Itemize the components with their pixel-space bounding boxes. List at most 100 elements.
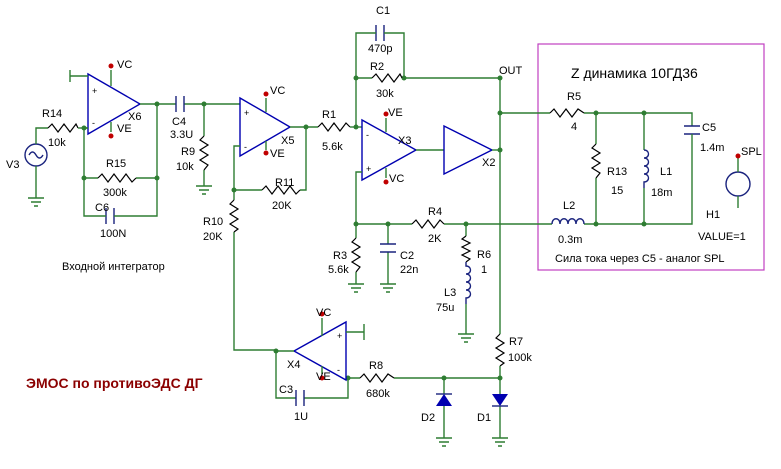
value-r4: 2K — [428, 233, 442, 245]
label-l2: L2 — [563, 200, 575, 212]
value-r1: 5.6k — [322, 141, 343, 153]
label-l3: L3 — [444, 287, 456, 299]
label-r14: R14 — [42, 108, 62, 120]
source-h1: SPL H1 VALUE=1 — [698, 146, 762, 243]
note-integrator: Входной интегратор — [62, 261, 165, 273]
label-r15: R15 — [106, 158, 126, 170]
zbox-title: Z динамика 10ГД36 — [571, 65, 698, 81]
label-d2: D2 — [421, 412, 435, 424]
opamp-x6: + - VC VE X6 — [69, 59, 160, 139]
label-x5: X5 — [281, 135, 294, 147]
resistor-r10: R10 20K — [203, 190, 276, 351]
diode-d1: D1 — [477, 378, 508, 447]
zbox-note: Сила тока через С5 - аналог SPL — [555, 253, 725, 265]
capacitor-c4: C4 3.3U — [160, 96, 204, 141]
label-r1: R1 — [322, 109, 336, 121]
value-c6: 100N — [100, 228, 126, 240]
svg-text:-: - — [337, 365, 340, 375]
label-vc-x3: VC — [389, 173, 404, 185]
label-r8: R8 — [369, 360, 383, 372]
label-ve-x5: VE — [270, 148, 285, 160]
label-c1: C1 — [376, 5, 390, 17]
capacitor-c3: C3 1U — [279, 384, 308, 423]
label-r3: R3 — [333, 250, 347, 262]
opamp-x4: + - VC VE X4 — [276, 307, 365, 383]
resistor-r11: R11 20K — [261, 177, 301, 212]
value-h1: VALUE=1 — [698, 231, 746, 243]
value-r10: 20K — [203, 231, 223, 243]
opamp-x5: + - VC VE X5 — [204, 85, 294, 160]
value-r6: 1 — [481, 264, 487, 276]
label-vc-x6: VC — [117, 59, 132, 71]
capacitor-c2: C2 22n — [380, 224, 418, 293]
resistor-r1: R1 5.6k — [317, 109, 356, 153]
label-v3: V3 — [6, 159, 19, 171]
svg-text:-: - — [244, 142, 247, 152]
label-r10: R10 — [203, 216, 223, 228]
value-c2: 22n — [400, 264, 418, 276]
capacitor-c6: C6 100N — [95, 202, 126, 240]
inductor-l1: L1 18m — [643, 113, 672, 224]
value-l3: 75u — [436, 302, 454, 314]
label-c4: C4 — [172, 116, 186, 128]
svg-text:+: + — [337, 331, 342, 341]
label-x2: X2 — [482, 157, 495, 169]
label-r2: R2 — [370, 61, 384, 73]
label-spl: SPL — [741, 146, 762, 158]
capacitor-c1: C1 470p — [368, 5, 392, 55]
inductor-l2: L2 0.3m — [551, 200, 585, 246]
value-r15: 300k — [103, 187, 127, 199]
value-r8: 680k — [366, 388, 390, 400]
capacitor-c5: C5 1.4m — [584, 122, 724, 225]
resistor-r2: R2 30k — [370, 61, 403, 100]
diode-d2: D2 — [421, 378, 452, 447]
resistor-r15: R15 300k — [97, 158, 137, 199]
resistor-r14: R14 10k — [42, 108, 88, 149]
resistor-r9: R9 10k — [176, 104, 212, 195]
label-r5: R5 — [567, 91, 581, 103]
label-out: OUT — [499, 65, 523, 77]
label-r13: R13 — [607, 166, 627, 178]
value-c3: 1U — [294, 411, 308, 423]
value-r2: 30k — [376, 88, 394, 100]
svg-text:+: + — [244, 108, 249, 118]
label-x4: X4 — [287, 359, 300, 371]
label-x6: X6 — [128, 111, 141, 123]
source-v3: V3 — [6, 127, 48, 207]
diagram-title: ЭМОС по противоЭДС ДГ — [26, 375, 203, 391]
resistor-r5: R5 4 — [549, 91, 585, 133]
buffer-x2: X2 — [443, 124, 500, 176]
label-vc-x4: VC — [316, 307, 331, 319]
opamp-x3: - + VE VC X3 — [356, 107, 418, 185]
label-r11: R11 — [275, 177, 294, 189]
resistor-r13: R13 15 — [590, 113, 627, 224]
value-l1: 18m — [651, 187, 672, 199]
label-l1: L1 — [660, 166, 672, 178]
label-r9: R9 — [181, 146, 195, 158]
svg-text:+: + — [92, 86, 97, 96]
label-r7: R7 — [509, 336, 523, 348]
label-c6: C6 — [95, 202, 109, 214]
value-r7: 100k — [508, 352, 532, 364]
value-c4: 3.3U — [170, 129, 193, 141]
resistor-r4: R4 2K — [411, 206, 445, 245]
svg-text:-: - — [92, 118, 95, 128]
value-c1: 470p — [368, 43, 392, 55]
label-vc-x5: VC — [270, 85, 285, 97]
label-x3: X3 — [398, 135, 411, 147]
speaker-impedance-box — [537, 43, 765, 271]
label-c3: C3 — [279, 384, 293, 396]
value-l2: 0.3m — [558, 234, 582, 246]
value-r3: 5.6k — [328, 264, 349, 276]
label-ve-x3: VE — [388, 107, 403, 119]
label-r4: R4 — [428, 206, 442, 218]
resistor-r6: R6 1 — [460, 224, 491, 276]
label-c5: C5 — [702, 122, 716, 134]
inductor-l3: L3 75u — [436, 262, 474, 343]
value-r11: 20K — [272, 200, 292, 212]
resistor-r8: R8 680k — [359, 360, 395, 400]
label-r6: R6 — [477, 249, 491, 261]
label-ve-x4: VE — [316, 371, 331, 383]
